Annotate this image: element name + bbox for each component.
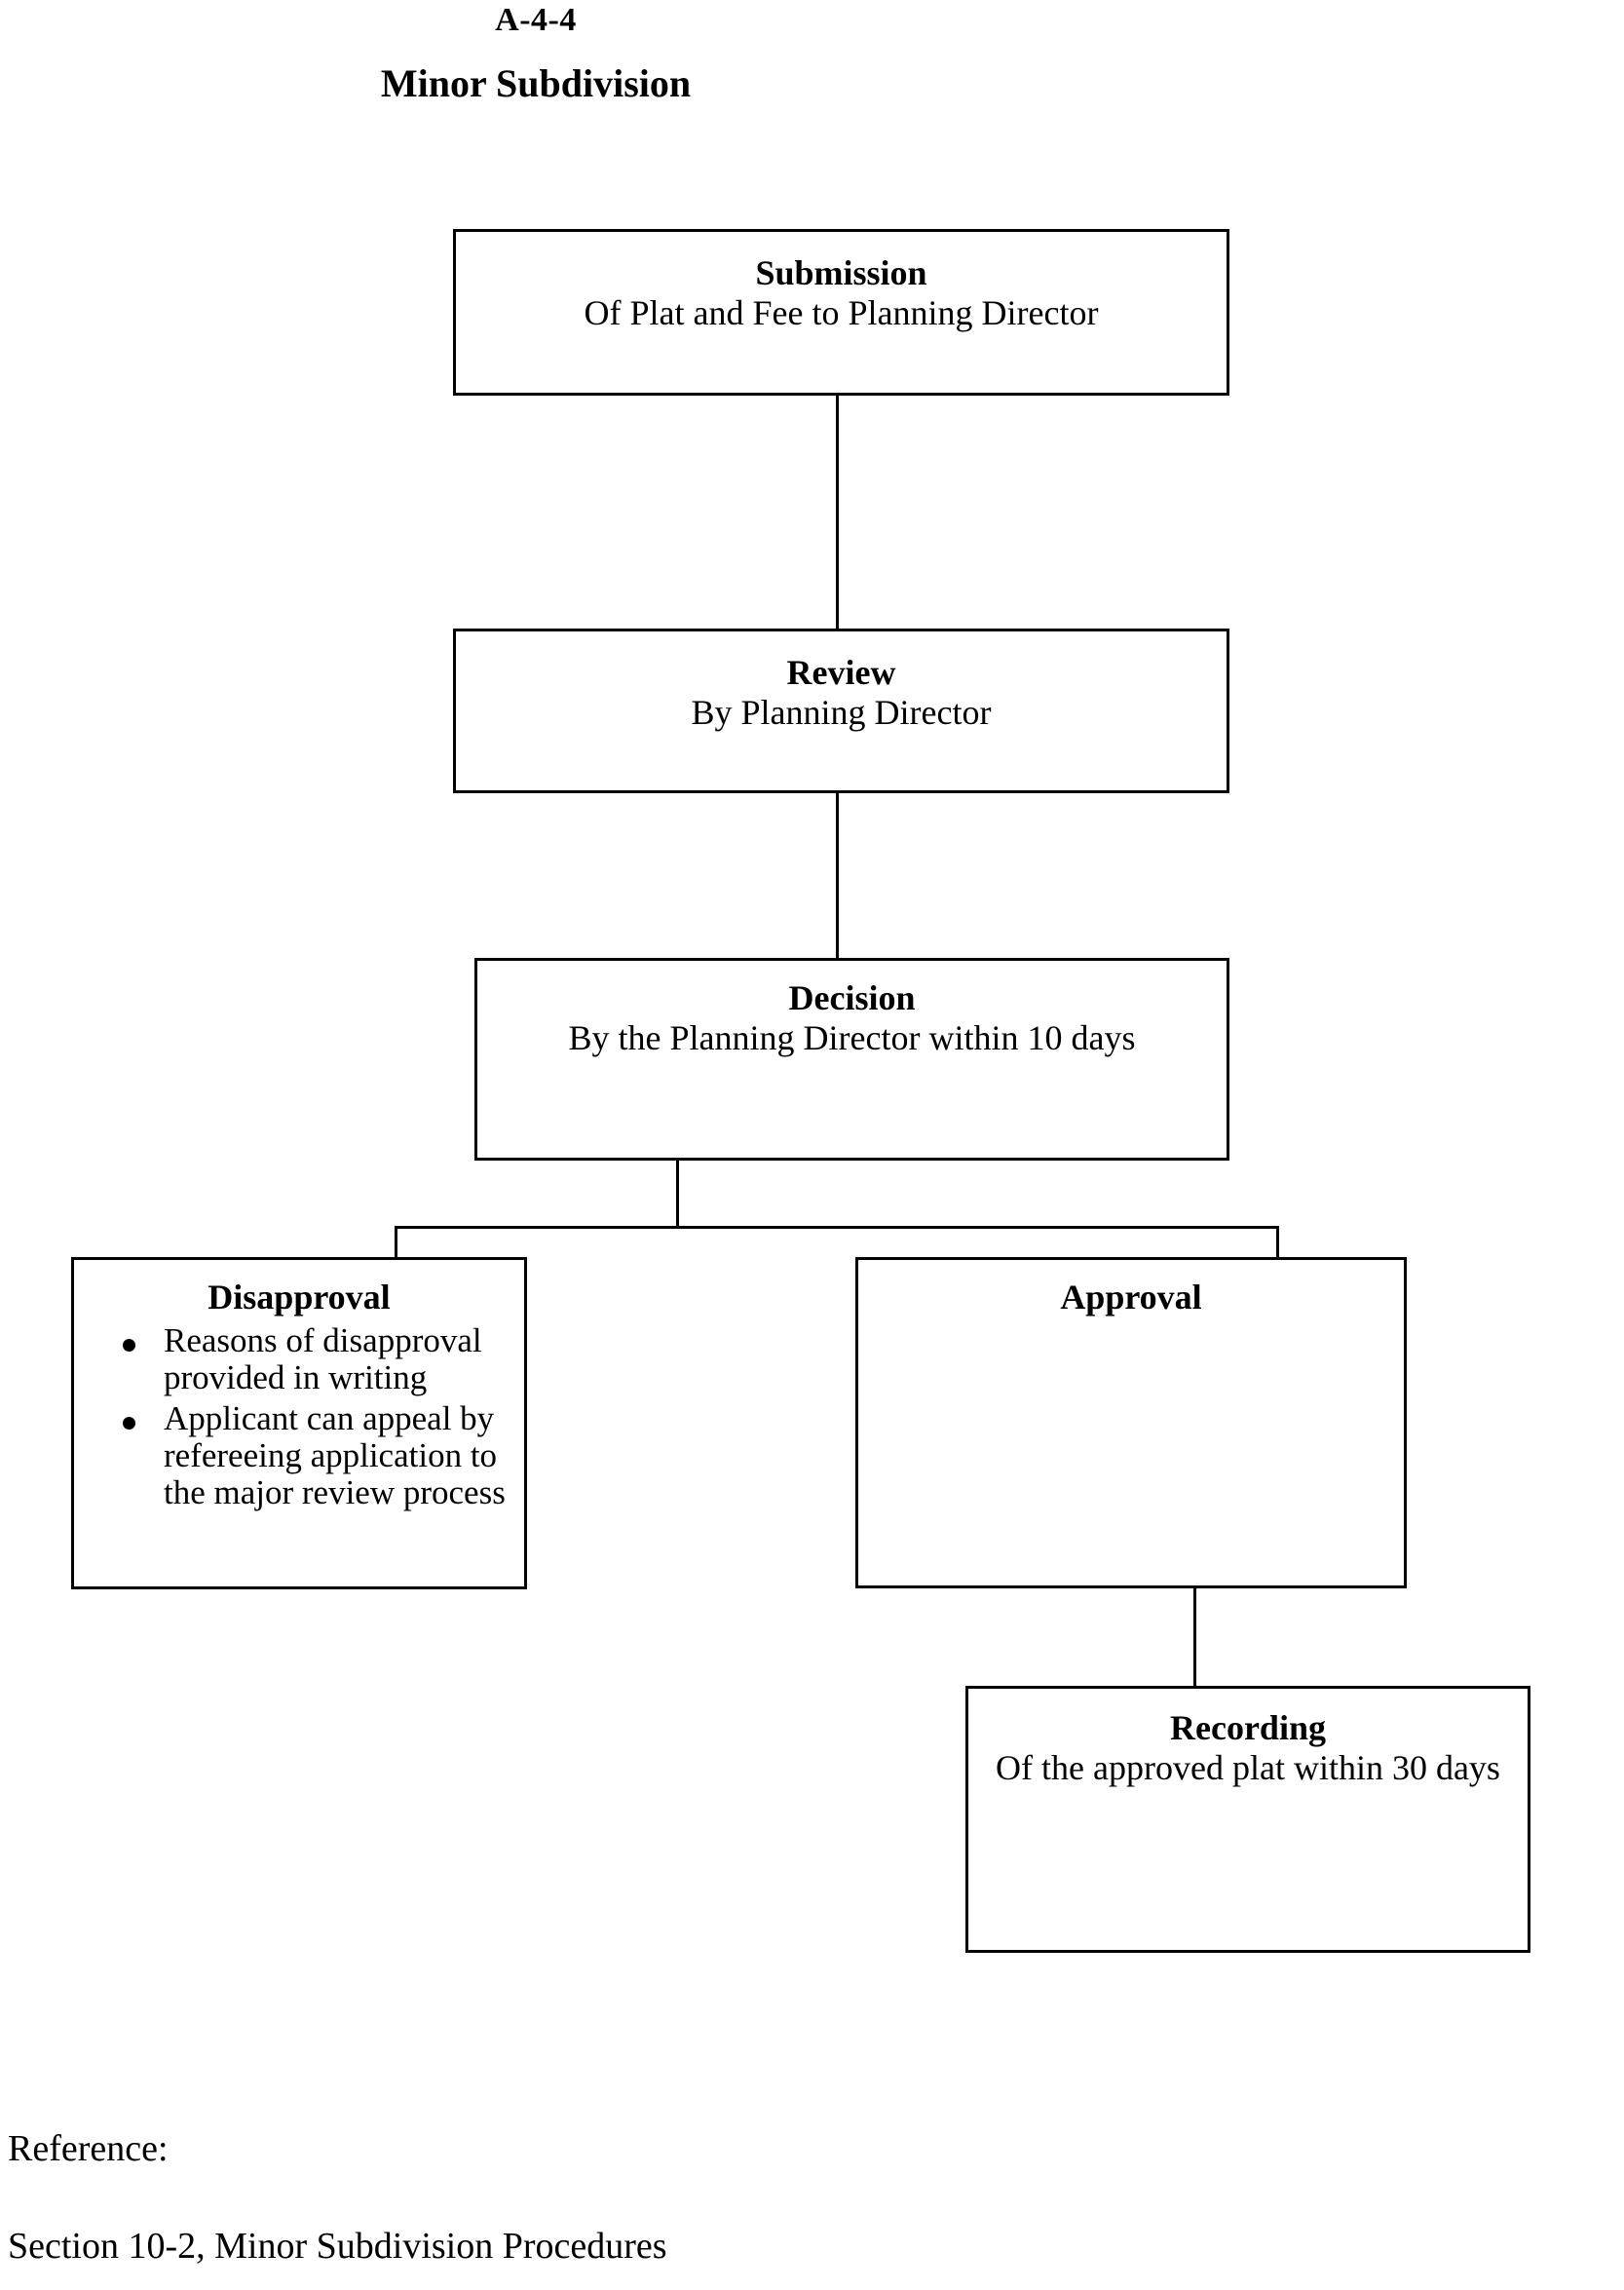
node-review-title: Review (786, 653, 896, 692)
node-recording-subtitle: Of the approved plat within 30 days (996, 1748, 1500, 1788)
page-title: Minor Subdivision (380, 61, 692, 105)
node-disapproval[interactable]: Disapproval Reasons of disapproval provi… (71, 1257, 527, 1589)
list-item: Reasons of disapproval provided in writi… (123, 1321, 507, 1397)
page-code: A-4-4 (495, 2, 577, 38)
node-decision-subtitle: By the Planning Director within 10 days (568, 1018, 1136, 1058)
connector-branch-left-drop (395, 1226, 397, 1259)
reference-heading: Reference: (8, 2128, 169, 2170)
node-recording-title: Recording (1170, 1708, 1326, 1747)
node-submission-subtitle: Of Plat and Fee to Planning Director (584, 293, 1099, 333)
list-item-label: Applicant can appeal by refereeing appli… (164, 1398, 506, 1511)
connector-submission-review (836, 395, 839, 630)
connector-review-decision (836, 792, 839, 960)
connector-branch-bar (395, 1226, 1279, 1229)
bullet-dot-icon (123, 1339, 135, 1353)
bullet-dot-icon (123, 1416, 135, 1430)
connector-approval-recording (1193, 1587, 1196, 1688)
node-disapproval-title: Disapproval (208, 1278, 391, 1317)
connector-branch-right-drop (1276, 1226, 1279, 1259)
node-submission[interactable]: Submission Of Plat and Fee to Planning D… (453, 229, 1229, 396)
node-decision-title: Decision (788, 978, 916, 1017)
reference-block: Reference: Section 10-2, Minor Subdivisi… (8, 2076, 667, 2290)
node-recording[interactable]: Recording Of the approved plat within 30… (965, 1686, 1530, 1953)
disapproval-bullet-list: Reasons of disapproval provided in writi… (74, 1322, 524, 1510)
node-decision[interactable]: Decision By the Planning Director within… (474, 958, 1229, 1161)
node-review-subtitle: By Planning Director (691, 693, 992, 733)
node-review[interactable]: Review By Planning Director (453, 629, 1229, 793)
reference-line: Section 10-2, Minor Subdivision Procedur… (8, 2226, 667, 2268)
list-item-label: Reasons of disapproval provided in writi… (164, 1321, 482, 1397)
list-item: Applicant can appeal by refereeing appli… (123, 1398, 507, 1511)
node-submission-title: Submission (755, 253, 927, 292)
node-approval[interactable]: Approval (855, 1257, 1407, 1588)
node-approval-title: Approval (1060, 1278, 1202, 1317)
connector-decision-stem (676, 1160, 679, 1228)
